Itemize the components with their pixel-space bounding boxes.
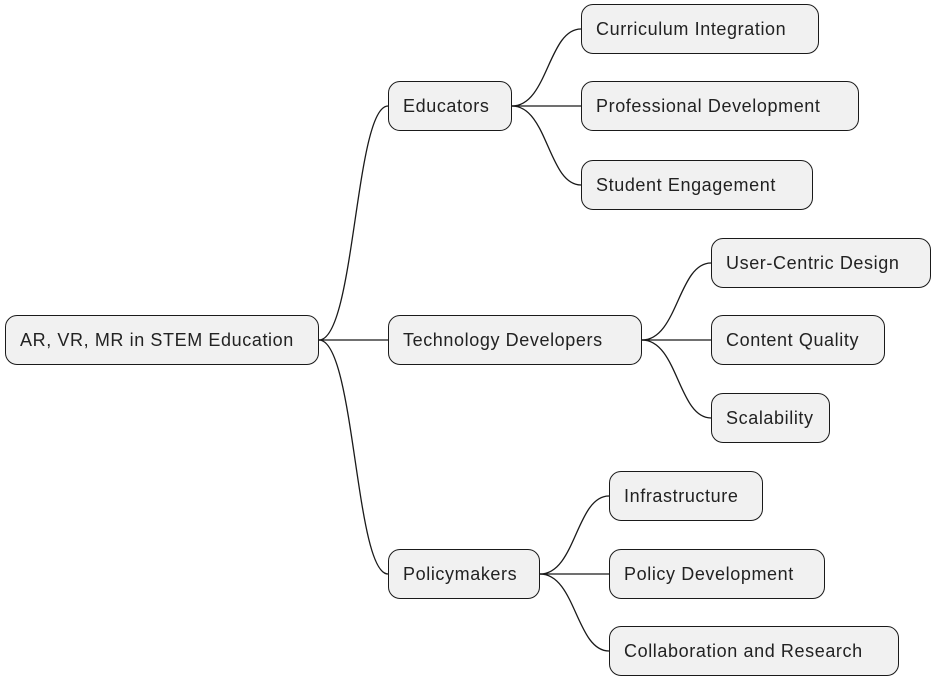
root-node: AR, VR, MR in STEM Education xyxy=(5,315,319,365)
leaf-collaboration-and-research: Collaboration and Research xyxy=(609,626,899,676)
branch-technology-developers: Technology Developers xyxy=(388,315,642,365)
edge-policy-collaboration xyxy=(539,573,610,652)
edge-tech-scalability xyxy=(641,339,712,419)
branch-educators: Educators xyxy=(388,81,512,131)
edge-policy-infrastructure xyxy=(539,495,610,575)
leaf-infrastructure: Infrastructure xyxy=(609,471,763,521)
branch-policymakers: Policymakers xyxy=(388,549,540,599)
edge-educators-curriculum xyxy=(511,28,582,107)
leaf-content-quality: Content Quality xyxy=(711,315,885,365)
edge-root-educators xyxy=(318,105,389,341)
edge-educators-engagement xyxy=(511,105,582,186)
leaf-professional-development: Professional Development xyxy=(581,81,859,131)
leaf-scalability: Scalability xyxy=(711,393,830,443)
leaf-curriculum-integration: Curriculum Integration xyxy=(581,4,819,54)
leaf-student-engagement: Student Engagement xyxy=(581,160,813,210)
leaf-user-centric-design: User-Centric Design xyxy=(711,238,931,288)
edge-tech-user-centric xyxy=(641,262,712,341)
edge-root-policymakers xyxy=(318,339,389,575)
leaf-policy-development: Policy Development xyxy=(609,549,825,599)
